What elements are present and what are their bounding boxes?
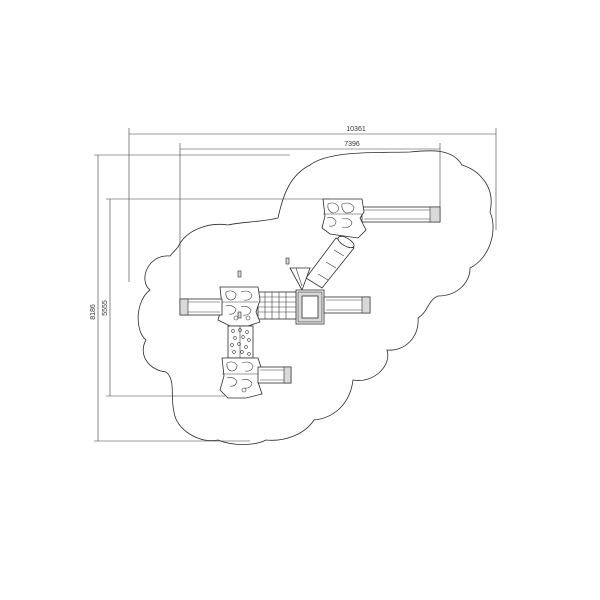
top-slide [361, 206, 441, 223]
climbing-wall [227, 325, 254, 359]
top-platform [321, 198, 367, 239]
roof-piece [289, 267, 311, 291]
brick-bridge [257, 291, 297, 320]
dimension-overall-width: 10361 [128, 126, 497, 282]
dimension-overall-width-label: 10361 [346, 126, 366, 133]
bottom-platform [219, 357, 263, 399]
dimension-overall-height-label: 8186 [90, 304, 97, 320]
left-platform [217, 286, 261, 327]
right-slide [323, 296, 371, 314]
dimension-platform-height: 5555 [102, 198, 330, 397]
left-slide [179, 298, 223, 316]
bottom-slide [257, 366, 292, 384]
dimension-platform-width: 7396 [179, 141, 441, 306]
tube-slide [305, 235, 355, 289]
dimension-platform-width-label: 7396 [344, 141, 360, 148]
central-platform [295, 289, 325, 325]
safety-zone-outline [137, 150, 494, 445]
dimension-overall-height: 8186 [90, 154, 290, 442]
dimension-platform-height-label: 5555 [102, 300, 109, 316]
post-markers [237, 257, 290, 319]
